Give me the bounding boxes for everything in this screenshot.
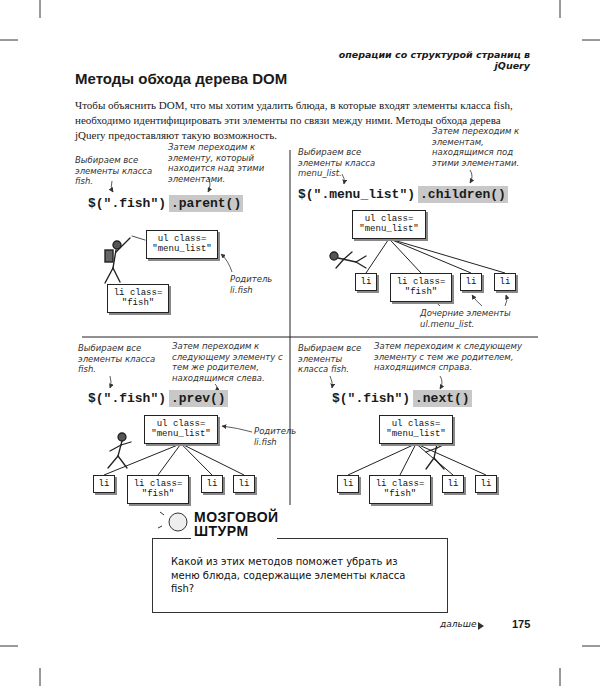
dom-element-box: li: [494, 273, 517, 291]
page-number: 175: [512, 618, 530, 630]
page-title: Методы обхода дерева DOM: [75, 70, 287, 87]
dom-element-box: ul class= "menu_list": [379, 415, 453, 444]
running-header: операции со структурой страниц в jQuery: [300, 49, 530, 71]
tree-branch: [416, 444, 486, 475]
dom-element-box: li: [201, 475, 224, 493]
box-text: ul class= "menu_list": [152, 234, 212, 255]
handwritten-note: Выбираем все элементы класса fish.: [75, 155, 167, 187]
dom-element-box: li class= "fish": [369, 475, 431, 504]
tree-branch: [416, 444, 453, 475]
dom-element-box: ul class= "menu_list": [146, 230, 218, 259]
box-text: li: [207, 479, 218, 489]
handwritten-note: Выбираем все элементы класса fish.: [78, 343, 166, 375]
box-text: li: [448, 479, 459, 489]
box-text: li: [343, 479, 354, 489]
box-text: li: [466, 277, 477, 287]
handwritten-note: Выбираем все элементы класса menu_list.: [298, 147, 386, 179]
next-link: дальше: [440, 619, 477, 629]
brainstorm-heading: МОЗГОВОЙ ШТУРМ: [191, 509, 277, 539]
dom-element-box: li class= "fish": [127, 475, 189, 504]
dom-element-box: ul class= "menu_list": [352, 210, 426, 239]
tree-branch: [389, 239, 505, 273]
dom-element-box: li: [233, 475, 256, 493]
dom-element-box: li: [442, 475, 465, 493]
tree-branch: [366, 239, 389, 273]
box-text: li class= "fish": [396, 277, 446, 298]
handwritten-note: Затем переходим к элементу, который нахо…: [168, 142, 286, 185]
handwritten-note: Затем переходим к следующему элементу с …: [374, 341, 534, 373]
tree-branch: [181, 444, 244, 475]
dom-element-box: li class= "fish": [107, 284, 169, 313]
handwritten-note: Родитель li.fish: [230, 274, 288, 295]
dom-element-box: li: [355, 273, 378, 291]
handwritten-note: Дочерние элементы ul.menu_list.: [420, 308, 520, 329]
box-text: li class= "fish": [113, 288, 163, 309]
handwritten-note: Затем переходим к элементам, находящимся…: [432, 126, 534, 169]
code-method: .next(): [413, 390, 472, 407]
box-text: li: [239, 479, 250, 489]
box-text: li: [500, 277, 511, 287]
box-text: li class= "fish": [133, 479, 183, 500]
handwritten-note: Родитель li.fish: [254, 426, 290, 447]
climber-figure: [105, 236, 145, 283]
dom-element-box: li class= "fish": [390, 273, 452, 302]
box-text: Какой из этих методов поможет убрать из …: [171, 555, 429, 596]
runner-figure: [108, 433, 131, 468]
dom-element-box: li: [475, 475, 498, 493]
tree-branch: [181, 444, 212, 475]
code-method: .children(): [418, 186, 508, 203]
code-selector: $(".fish"): [86, 195, 168, 212]
tree-branch: [348, 444, 416, 475]
box-text: li: [481, 479, 492, 489]
panel-dividers: [82, 150, 538, 505]
brainstorm-box: МОЗГОВОЙ ШТУРМКакой из этих методов помо…: [152, 538, 448, 613]
dom-element-box: li: [93, 475, 116, 493]
code-selector: $(".menu_list"): [296, 186, 417, 203]
code-selector: $(".fish"): [330, 390, 412, 407]
dom-element-box: li: [337, 475, 360, 493]
code-method: .parent(): [169, 195, 243, 212]
box-text: li class= "fish": [375, 479, 425, 500]
next-arrow: [478, 622, 484, 630]
tree-branch: [389, 239, 471, 273]
box-text: ul class= "menu_list": [385, 419, 447, 440]
dom-element-box: ul class= "menu_list": [144, 415, 218, 444]
lying-figure: [330, 252, 366, 268]
handwritten-note: Затем переходим к следующему элементу с …: [172, 341, 288, 384]
dom-element-box: li: [460, 273, 483, 291]
tree-branch: [104, 444, 181, 475]
box-text: li: [99, 479, 110, 489]
tree-branch: [158, 444, 181, 475]
box-text: ul class= "menu_list": [358, 214, 420, 235]
leader-arrows: [110, 170, 507, 432]
code-selector: $(".fish"): [86, 390, 168, 407]
box-text: ul class= "menu_list": [150, 419, 212, 440]
handwritten-note: Выбираем все элементы класса fish.: [298, 343, 370, 375]
tree-branch: [400, 444, 416, 475]
code-method: .prev(): [169, 390, 228, 407]
box-text: li: [361, 277, 372, 287]
